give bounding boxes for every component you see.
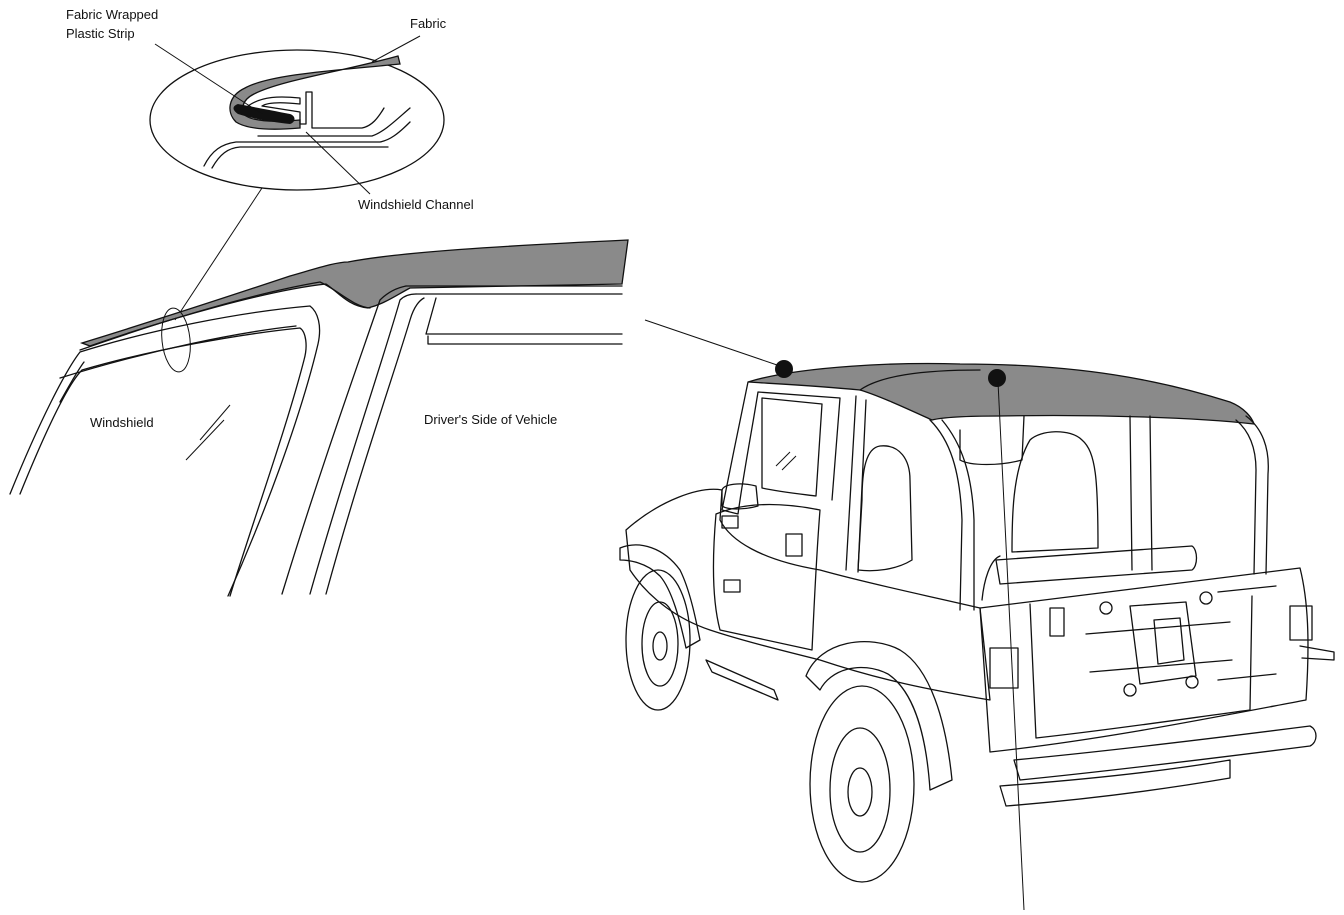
- channel-lower-lines-2: [211, 146, 389, 169]
- rear-window-frame: [959, 415, 1025, 466]
- front-seat: [857, 445, 913, 572]
- jeep-windshield-inner: [761, 397, 823, 497]
- side-step: [705, 659, 779, 701]
- windshield-frame-line3: [59, 361, 85, 403]
- jeep-windshield: [721, 381, 841, 515]
- spare-mount: [1129, 601, 1197, 685]
- channel-lower-lines: [203, 121, 411, 167]
- a-pillar: [281, 285, 407, 595]
- rear-seat-side: [981, 555, 1001, 601]
- jeep-glass-glint: [781, 455, 797, 471]
- rear-hub: [847, 767, 873, 817]
- label-fabric: Fabric: [410, 16, 447, 31]
- front-corner: [1299, 645, 1335, 661]
- detail-marker-ellipse: [161, 307, 191, 373]
- rear-seat-back: [1011, 431, 1099, 553]
- jeep-glass-glint: [775, 451, 791, 467]
- windshield-closeup: [9, 239, 629, 597]
- tail-light-left: [989, 647, 1019, 689]
- detail-ellipse: [149, 49, 445, 191]
- spare-mount-plate: [1153, 617, 1185, 665]
- tailgate: [1029, 595, 1253, 739]
- front-fender: [619, 544, 701, 649]
- windshield-frame-outer: [9, 305, 321, 597]
- jeep-door: [712, 503, 821, 651]
- label-fabric-wrapped: Fabric Wrapped: [66, 7, 158, 22]
- detail-callout: [149, 35, 445, 321]
- rear-bumper-lower: [999, 759, 1231, 807]
- door-hinge: [723, 579, 741, 593]
- tail-light-right: [1289, 605, 1313, 641]
- rear-fender: [805, 640, 953, 791]
- label-plastic-strip: Plastic Strip: [66, 26, 135, 41]
- door-frame-notch-2: [427, 335, 623, 345]
- label-drivers-side: Driver's Side of Vehicle: [424, 412, 557, 427]
- bikini-top-fabric: [747, 362, 1255, 425]
- windshield-channel: [247, 91, 385, 129]
- tailgate-bolt: [1185, 675, 1199, 689]
- tailgate-bolt: [1199, 591, 1213, 605]
- tailgate-rib: [1085, 585, 1277, 681]
- leader-channel: [305, 131, 371, 195]
- fabric-top-inner-edge: [79, 281, 371, 351]
- rear-wheel: [829, 727, 891, 853]
- rear-body: [979, 567, 1309, 753]
- roll-bar-rear-right: [1235, 415, 1269, 575]
- pointer-line-rear: [997, 381, 1025, 911]
- rear-bumper: [1013, 725, 1317, 781]
- windshield-frame-inner: [19, 327, 307, 597]
- fabric-top-closeup: [79, 239, 629, 347]
- plastic-strip: [233, 104, 295, 124]
- jeep-body-side: [625, 488, 991, 701]
- license-plate-light: [1049, 607, 1065, 637]
- channel-base: [257, 107, 411, 137]
- leader-strip: [154, 43, 263, 115]
- rear-tire: [809, 685, 915, 883]
- tailgate-bolt: [1099, 601, 1113, 615]
- roll-bar-cross: [1129, 415, 1153, 571]
- a-pillar-3: [325, 297, 425, 595]
- front-hub: [652, 631, 668, 661]
- label-windshield-channel: Windshield Channel: [358, 197, 474, 212]
- door-frame-notch: [425, 297, 623, 335]
- attachment-point-dot: [775, 360, 793, 378]
- jeep-illustration: [619, 319, 1335, 911]
- fabric-in-detail: [229, 55, 401, 130]
- glass-glint: [199, 404, 231, 441]
- glass-glint: [185, 419, 225, 461]
- a-pillar-2: [309, 293, 417, 595]
- mirror: [721, 483, 759, 510]
- bikini-top-seam: [859, 369, 981, 391]
- detail-connector: [174, 187, 263, 321]
- windshield-glass-edge: [59, 325, 297, 379]
- door-hinge: [721, 515, 739, 529]
- pointer-line-closeup: [644, 319, 781, 367]
- roll-bar-rear-left: [929, 419, 975, 611]
- labels: Fabric Wrapped Plastic Strip Fabric Wind…: [66, 7, 557, 430]
- front-wheel: [641, 601, 679, 687]
- door-handle: [785, 533, 803, 557]
- label-windshield: Windshield: [90, 415, 154, 430]
- attachment-point-dot: [988, 369, 1006, 387]
- rear-seat-cushion: [995, 545, 1198, 585]
- front-tire: [625, 569, 691, 711]
- leader-fabric: [371, 35, 421, 63]
- tailgate-bolt: [1123, 683, 1137, 697]
